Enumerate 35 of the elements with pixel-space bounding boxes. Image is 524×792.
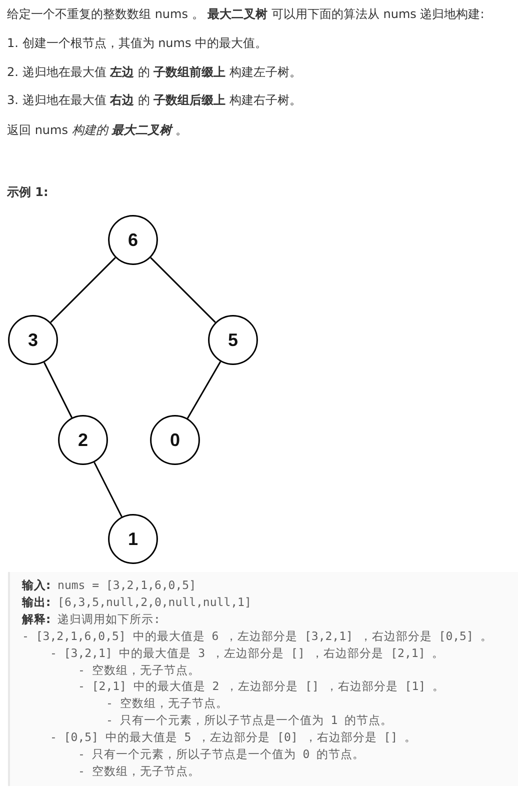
node-value: 2 [78, 430, 88, 450]
code-line: - 空数组，无子节点。 [106, 695, 228, 712]
node-value: 0 [170, 430, 180, 450]
node-value: 6 [128, 230, 138, 250]
code-line: - 只有一个元素，所以子节点是一个值为 1 的节点。 [106, 712, 393, 728]
paragraph-text: 1. 创建一个根节点，其值为 nums 中的最大值。 [7, 35, 268, 51]
code-line: - [2,1] 中的最大值是 2 ，左边部分是 [] ，右边部分是 [1] 。 [78, 678, 444, 694]
paragraph-text: 3. 递归地在最大值 右边 的 子数组后缀上 构建右子树。 [7, 92, 302, 108]
node-value: 5 [228, 330, 238, 350]
tree-node [58, 415, 108, 465]
tree-node [208, 315, 258, 365]
code-line: - [3,2,1] 中的最大值是 3 ，左边部分是 [] ，右边部分是 [2,1] 。 [50, 644, 444, 661]
code-line: 解释: 递归调用如下所示: [22, 610, 160, 627]
paragraph-text: 返回 nums 构建的 最大二叉树 。 [7, 122, 188, 138]
code-line: - [0,5] 中的最大值是 5 ，左边部分是 [0] ，右边部分是 [] 。 [50, 729, 416, 746]
code-line: - 只有一个元素，所以子节点是一个值为 0 的节点。 [78, 746, 365, 762]
tree-edge [50, 257, 116, 323]
tree-node [150, 415, 200, 465]
tree-node [108, 215, 158, 265]
tree-node [8, 315, 58, 365]
code-line: - [3,2,1,6,0,5] 中的最大值是 6 ，左边部分是 [3,2,1] ，右边部分是 [0,5] 。 [22, 628, 492, 644]
code-line: - 空数组，无子节点。 [78, 762, 200, 779]
example-heading: 示例 1: [7, 184, 48, 200]
code-line: 输入: nums = [3,2,1,6,0,5] [22, 577, 196, 593]
code-line: - 空数组，无子节点。 [78, 662, 200, 678]
tree-edge [44, 362, 72, 418]
tree-edge [94, 462, 122, 518]
paragraph-text: 给定一个不重复的整数数组 nums 。 最大二叉树 可以用下面的算法从 nums 递归地构建: [7, 6, 484, 22]
tree-edge [186, 361, 222, 419]
node-value: 1 [128, 529, 138, 549]
tree-edge [150, 257, 216, 323]
code-line: 输出: [6,3,5,null,2,0,null,null,1] [22, 594, 252, 610]
paragraph-text: 2. 递归地在最大值 左边 的 子数组前缀上 构建左子树。 [7, 64, 302, 80]
node-value: 3 [28, 330, 38, 350]
tree-node [108, 514, 158, 564]
